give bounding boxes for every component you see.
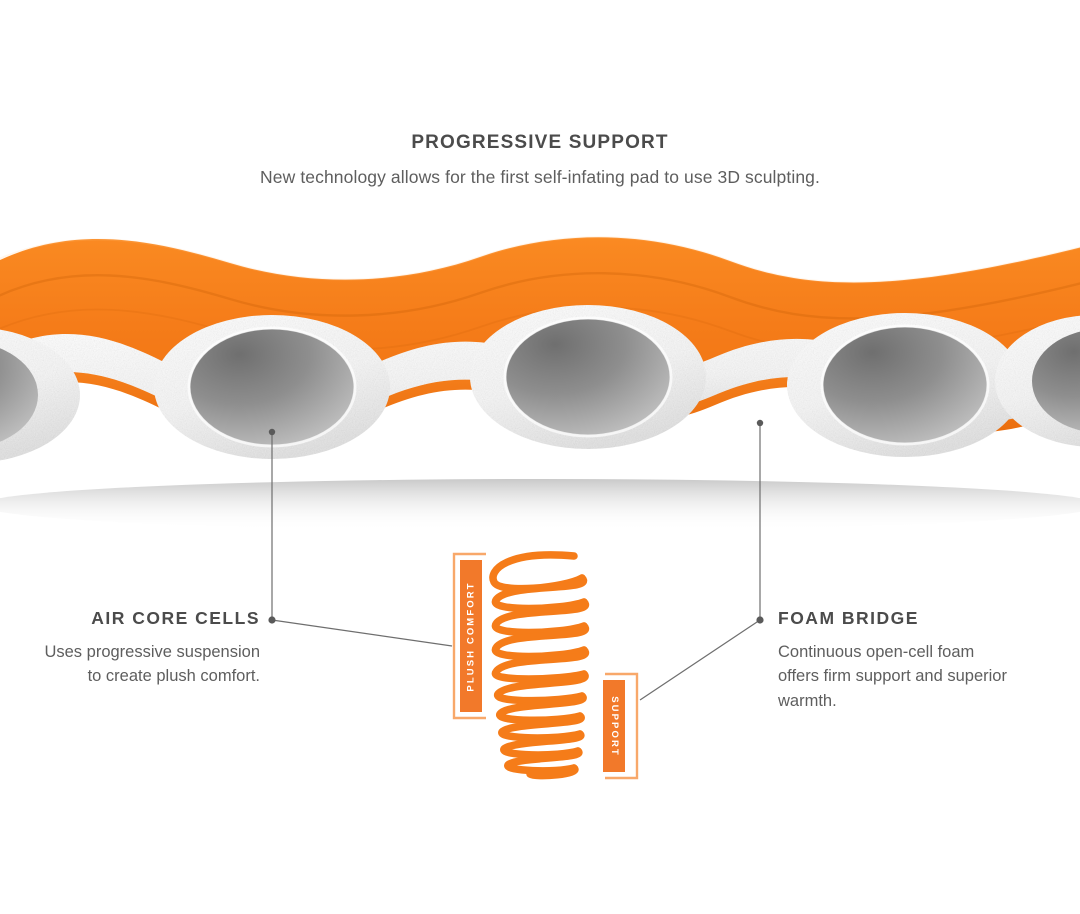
- air-core-cells-group: [0, 319, 1080, 445]
- callout-foam-bridge-title: FOAM BRIDGE: [778, 608, 919, 628]
- zone-badge-plush-comfort-chip: PLUSH COMFORT: [460, 560, 482, 712]
- bracket-plush-comfort: [452, 552, 486, 720]
- air-core-cell: [1032, 331, 1080, 431]
- pad-ground-shadow: [0, 479, 1080, 531]
- header-block: PROGRESSIVE SUPPORT New technology allow…: [0, 132, 1080, 189]
- callout-foam-bridge-body: Continuous open-cell foam offers firm su…: [778, 643, 1007, 710]
- air-core-cell: [823, 327, 987, 443]
- zone-badge-plush-comfort: PLUSH COMFORT: [452, 552, 496, 720]
- zone-badge-plush-comfort-label: PLUSH COMFORT: [465, 580, 477, 692]
- bracket-support: [605, 672, 639, 780]
- zone-badge-support-label: SUPPORT: [608, 695, 620, 757]
- connector-dot-foam-bridge-junction: [756, 616, 764, 624]
- page-title: PROGRESSIVE SUPPORT: [411, 132, 669, 153]
- air-core-cell: [0, 348, 38, 442]
- sleeping-pad-cutaway-illustration: [0, 236, 1080, 531]
- callout-air-core-cells: AIR CORE CELLS Uses progressive suspensi…: [40, 608, 260, 689]
- callout-air-core-cells-body: Uses progressive suspension to create pl…: [44, 643, 260, 686]
- zone-badge-support: SUPPORT: [595, 672, 639, 780]
- callout-foam-bridge: FOAM BRIDGE Continuous open-cell foam of…: [778, 608, 1008, 713]
- progressive-coil-spring: [489, 551, 590, 780]
- air-core-cell: [506, 319, 670, 435]
- page-subtitle: New technology allows for the first self…: [260, 166, 820, 187]
- connector-dot-air-core-junction: [268, 616, 276, 624]
- zone-badge-support-chip: SUPPORT: [603, 680, 625, 772]
- air-core-cell: [190, 329, 354, 445]
- connector-foam-bridge-diagonal: [639, 619, 761, 701]
- callout-air-core-cells-title: AIR CORE CELLS: [91, 608, 260, 628]
- connector-air-core-diagonal: [271, 619, 453, 647]
